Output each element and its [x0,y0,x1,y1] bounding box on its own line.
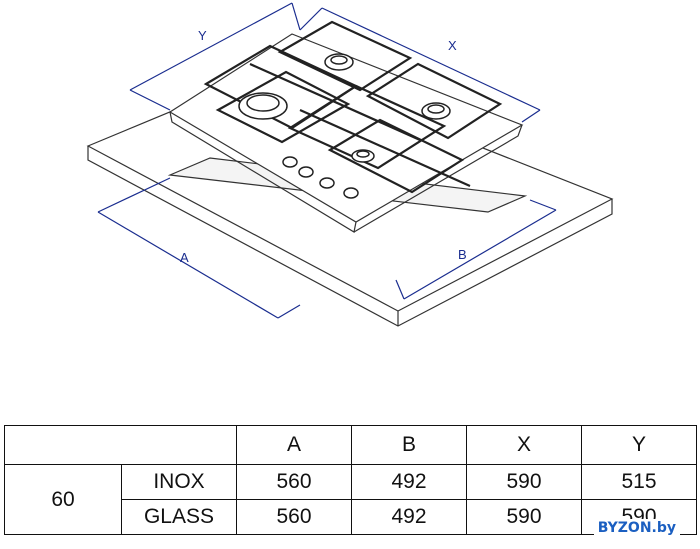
table-cell: 492 [351,464,467,500]
table-header-cell: B [351,425,467,465]
table-row-label: INOX [121,464,237,500]
table-cell: 492 [351,499,467,535]
table-cell: 590 [466,499,582,535]
dimension-label-a: A [180,250,189,265]
table-cell: 560 [236,499,352,535]
table-header-cell: X [466,425,582,465]
table-header-row: A B X Y [4,425,697,465]
hob-dimension-drawing: Y X A B [86,2,614,327]
table-cell: 515 [581,464,697,500]
dimension-label-x: X [448,38,457,53]
table-group-label: 60 [4,464,122,535]
table-cell: 590 [466,464,582,500]
dimension-label-y: Y [198,28,207,43]
table-row: 60 INOX 560 492 590 515 [4,464,697,535]
table-cell: 560 [236,464,352,500]
dimension-label-b: B [458,247,467,262]
table-header-cell: Y [581,425,697,465]
table-row: GLASS 560 492 590 590 [5,499,697,535]
table-header-cell [4,425,237,465]
hob [168,20,524,233]
dimension-lines [97,2,557,319]
table-row-label: GLASS [121,499,237,535]
watermark: BYZON.by [593,519,680,537]
burners [238,53,451,163]
table-header-cell: A [236,425,352,465]
control-knobs [282,156,359,199]
dimension-table: A B X Y 60 INOX 560 492 590 515 GLASS 56… [4,425,697,535]
